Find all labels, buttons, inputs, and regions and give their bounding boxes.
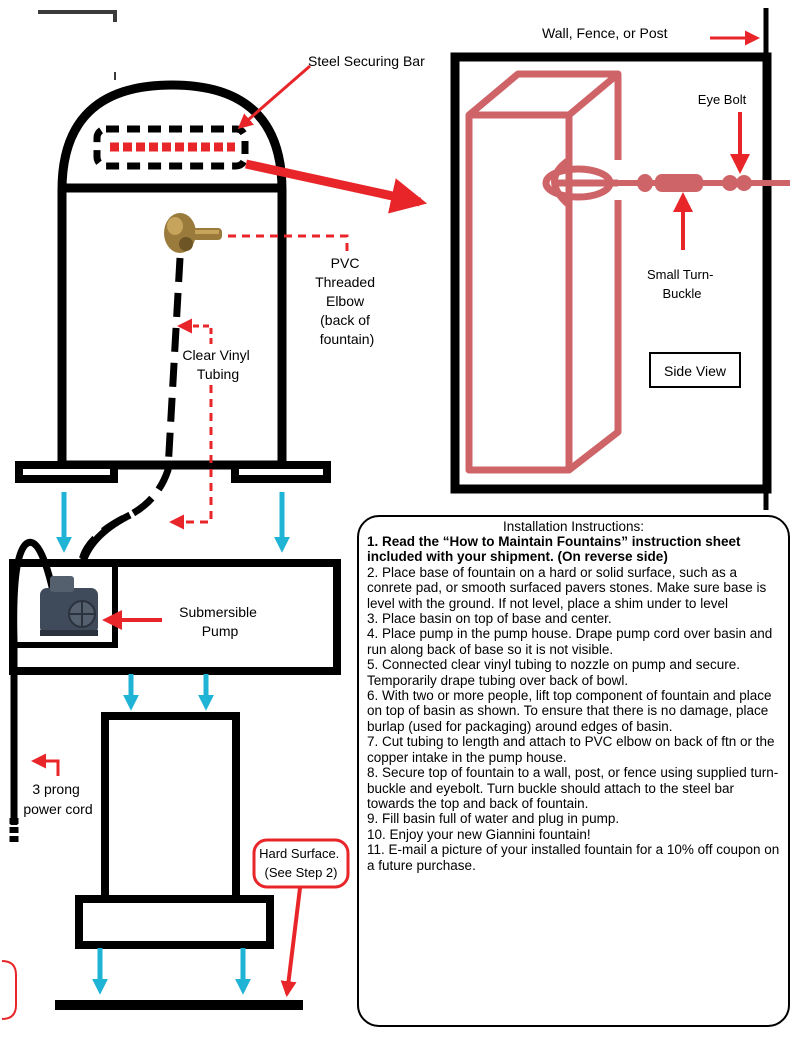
- instructions-steps: 1. Read the “How to Maintain Fountains” …: [367, 534, 780, 873]
- instruction-step: 4. Place pump in the pump house. Drape p…: [367, 626, 773, 657]
- instructions-title: Installation Instructions:: [502, 519, 645, 534]
- instruction-step: 1. Read the “How to Maintain Fountains” …: [367, 534, 741, 565]
- wall-label: Wall, Fence, or Post: [542, 25, 668, 41]
- edge-bracket: [1, 960, 17, 1020]
- fountain-top-component: [15, 80, 331, 483]
- turnbuckle-label: Small Turn- Buckle: [647, 267, 717, 301]
- side-view-label: Side View: [664, 363, 727, 379]
- steel-securing-bar: [93, 125, 249, 170]
- clear-vinyl-tubing: [78, 257, 184, 562]
- nozzle-ornament: [164, 213, 222, 253]
- hard-surface-arrow: [280, 887, 302, 998]
- tubing-label: Clear Vinyl Tubing: [182, 347, 253, 382]
- eye-bolt-label: Eye Bolt: [698, 92, 747, 107]
- instruction-step: 8. Secure top of fountain to a wall, pos…: [367, 765, 779, 811]
- side-view-fountain: [465, 70, 622, 474]
- instruction-step: 2. Place base of fountain on a hard or s…: [367, 564, 767, 611]
- to-side-view-arrow: [245, 159, 428, 214]
- submersible-pump: [40, 576, 98, 636]
- instruction-step: 9. Fill basin full of water and plug in …: [367, 811, 620, 827]
- turnbuckle: [612, 174, 790, 192]
- ground-line: [55, 1000, 303, 1010]
- fountain-top-outline: [57, 80, 287, 470]
- steel-bar-label: Steel Securing Bar: [308, 53, 425, 69]
- installation-instructions: Installation Instructions: 1. Read the “…: [357, 515, 790, 1027]
- side-view-label-box: [649, 352, 741, 388]
- instruction-step: 11. E-mail a picture of your installed f…: [367, 842, 780, 873]
- side-view: Side View Eye Bolt Small Turn- Buckle: [450, 8, 790, 510]
- instruction-step: 6. With two or more people, lift top com…: [367, 688, 772, 734]
- base-column: [101, 712, 240, 903]
- steel-bar-arrow: [237, 64, 311, 129]
- instruction-step: 5. Connected clear vinyl tubing to nozzl…: [367, 657, 740, 688]
- fountain-top-right-flange: [231, 461, 331, 483]
- pvc-elbow-label: PVC Threaded Elbow (back of fountain): [315, 255, 379, 347]
- hard-surface-label: Hard Surface. (See Step 2): [259, 846, 343, 880]
- power-cord-label: 3 prong power cord: [23, 781, 92, 817]
- pvc-elbow-leader: [228, 234, 349, 252]
- instruction-step: 10. Enjoy your new Giannini fountain!: [367, 826, 591, 842]
- tubing-route: [169, 385, 213, 530]
- pump-label: Submersible Pump: [179, 604, 261, 639]
- instruction-step: 7. Cut tubing to length and attach to PV…: [367, 734, 775, 765]
- tubing-pointer: [177, 318, 213, 344]
- power-cord-arrow: [31, 753, 60, 776]
- hard-surface-callout: [252, 838, 350, 889]
- steel-bar-outline: [93, 125, 249, 170]
- base-foot: [75, 895, 274, 949]
- pump-cord: [10, 538, 59, 825]
- fountain-top-left-flange: [15, 461, 118, 483]
- corner-mark: [38, 10, 117, 22]
- instruction-step: 3. Place basin on top of base and center…: [367, 611, 612, 627]
- side-view-frame: [450, 52, 772, 494]
